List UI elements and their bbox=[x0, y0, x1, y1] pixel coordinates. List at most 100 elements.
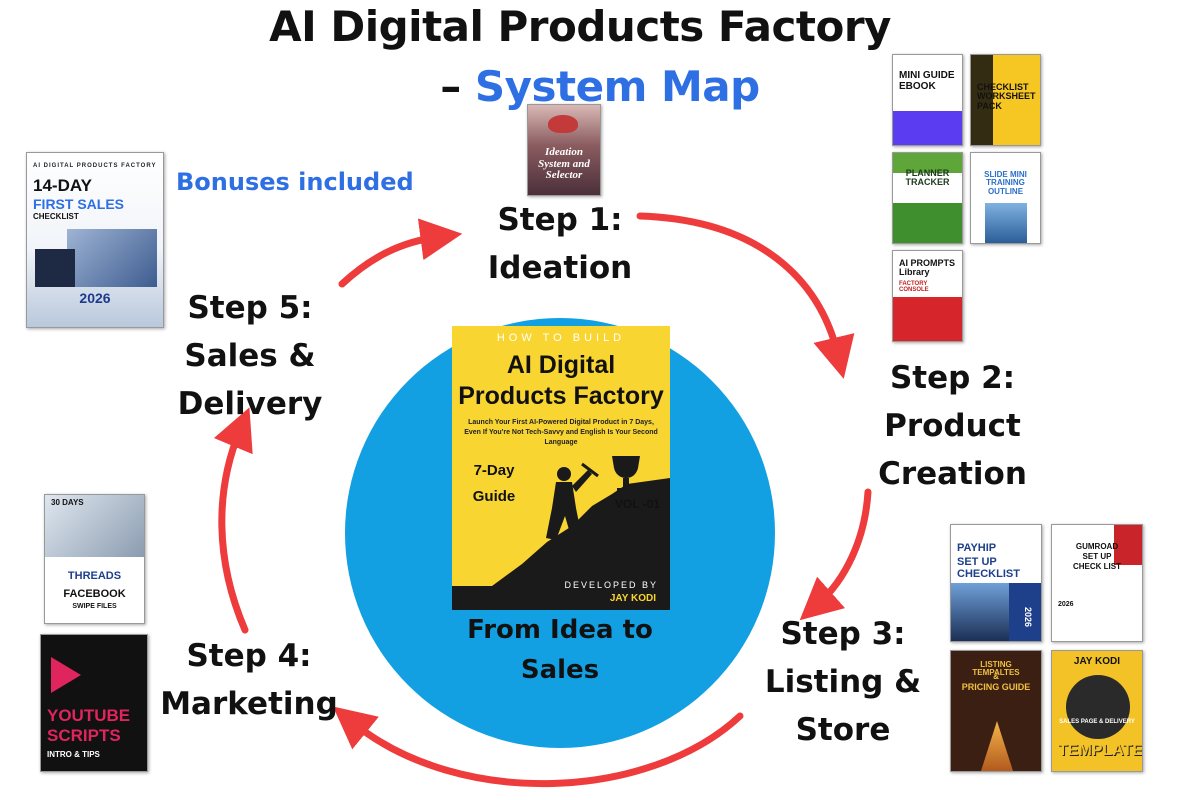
tagline-line1: From Idea to bbox=[467, 615, 653, 645]
building-image bbox=[985, 203, 1027, 243]
cover-youtube: YOUTUBE SCRIPTS INTRO & TIPS bbox=[40, 634, 148, 772]
city-image bbox=[951, 583, 1011, 641]
step-5-label: Step 5: Sales & Delivery bbox=[170, 284, 330, 428]
arrow-step3-to-step4 bbox=[332, 706, 744, 788]
step-2-name-line1: Product bbox=[884, 408, 1021, 444]
step-1-name: Ideation bbox=[487, 250, 633, 286]
cover-ideation-text: Ideation System and Selector bbox=[538, 146, 590, 182]
cover-mini-guide: MINI GUIDE EBOOK bbox=[892, 54, 963, 146]
cover-payhip-line3: CHECKLIST bbox=[957, 568, 1020, 580]
arrow-step2-to-step3 bbox=[799, 488, 872, 621]
cover-threads: 30 DAYS THREADS FACEBOOK SWIPE FILES bbox=[44, 494, 145, 624]
cover-prompts-sub: FACTORY CONSOLE bbox=[899, 281, 929, 294]
step-1-label: Step 1: Ideation bbox=[470, 196, 650, 292]
handshake-image bbox=[35, 249, 75, 287]
cover-mini-guide-text: MINI GUIDE EBOOK bbox=[899, 70, 955, 92]
step-3-name-line1: Listing & bbox=[764, 664, 922, 700]
main-book-guide-line1: 7-Day bbox=[473, 462, 515, 479]
subtitle-accent: System Map bbox=[474, 62, 760, 111]
main-book-guide-line2: Guide bbox=[472, 488, 516, 505]
cover-first-sales: AI DIGITAL PRODUCTS FACTORY 14-DAY FIRST… bbox=[26, 152, 164, 328]
main-book-how: HOW TO BUILD bbox=[496, 332, 626, 344]
cover-threads-top: 30 DAYS bbox=[51, 498, 84, 507]
step-2-number: Step 2: bbox=[889, 360, 1016, 396]
step-3-number: Step 3: bbox=[780, 616, 906, 652]
tagline-line2: Sales bbox=[520, 655, 600, 685]
step-5-name-line1: Sales & bbox=[184, 338, 316, 374]
main-book-subtitle: Launch Your First AI-Powered Digital Pro… bbox=[464, 419, 658, 446]
main-book-title-line2: Products Factory bbox=[458, 382, 664, 410]
step-2-label: Step 2: Product Creation bbox=[865, 354, 1040, 498]
cover-youtube-line2: SCRIPTS bbox=[47, 726, 121, 745]
cover-listing-line3: PRICING GUIDE bbox=[961, 682, 1031, 692]
play-icon bbox=[51, 657, 81, 693]
main-book-vol: VOL -01 bbox=[614, 497, 660, 511]
cover-first-sales-brand: AI DIGITAL PRODUCTS FACTORY bbox=[33, 163, 157, 169]
cover-templates-line1: TEMPLATES bbox=[1058, 742, 1143, 759]
step-4-number: Step 4: bbox=[186, 638, 312, 674]
summit-image bbox=[981, 721, 1013, 771]
page-subtitle: – System Map bbox=[20, 62, 1180, 111]
cover-first-sales-year: 2026 bbox=[79, 290, 111, 306]
arrow-step5-to-step1 bbox=[338, 218, 463, 288]
main-book-title: AI Digital Products Factory bbox=[452, 350, 670, 412]
main-book-guide: 7-Day Guide bbox=[464, 458, 524, 510]
cover-gumroad: GUMROAD SET UP CHECK LIST 2026 bbox=[1051, 524, 1143, 642]
main-book-title-line1: AI Digital bbox=[506, 351, 616, 379]
cover-prompts-text: AI PROMPTS Library bbox=[899, 258, 956, 278]
cover-planner-band bbox=[893, 153, 962, 173]
bonuses-label: Bonuses included bbox=[176, 168, 414, 196]
cover-slide-text: SLIDE MINI TRAINING OUTLINE bbox=[984, 170, 1027, 196]
step-5-number: Step 5: bbox=[187, 290, 313, 326]
cover-checklist-band bbox=[971, 55, 993, 145]
center-tagline: From Idea to Sales bbox=[440, 610, 680, 690]
arrow-step1-to-step2 bbox=[636, 212, 855, 379]
subtitle-prefix: – bbox=[440, 62, 475, 111]
cover-payhip: PAYHIP SET UP CHECKLIST 2026 bbox=[950, 524, 1042, 642]
cover-first-sales-line1: 14-DAY bbox=[33, 176, 92, 195]
step-4-label: Step 4: Marketing bbox=[160, 632, 338, 728]
step-2-name-line2: Creation bbox=[878, 456, 1027, 492]
cover-payhip-line2: SET UP bbox=[957, 556, 997, 568]
main-book-developed-by: DEVELOPED BY bbox=[564, 580, 658, 590]
cover-slide: SLIDE MINI TRAINING OUTLINE bbox=[970, 152, 1041, 244]
cover-payhip-band bbox=[1009, 583, 1041, 641]
arrow-step4-to-step5 bbox=[213, 407, 253, 634]
cover-gumroad-line1: GUMROAD bbox=[1075, 542, 1119, 551]
cover-payhip-line1: PAYHIP bbox=[957, 542, 997, 554]
skyscraper-image bbox=[67, 229, 157, 287]
cover-payhip-year: 2026 bbox=[1023, 606, 1033, 627]
step-4-name: Marketing bbox=[160, 686, 338, 722]
cover-threads-line3: SWIPE FILES bbox=[72, 603, 117, 610]
cover-ideation: Ideation System and Selector bbox=[527, 104, 601, 196]
step-3-name-line2: Store bbox=[795, 712, 891, 748]
cover-gumroad-line2: SET UP bbox=[1082, 552, 1112, 561]
cover-checklist: CHECKLIST WORKSHEET PACK bbox=[970, 54, 1041, 146]
cover-first-sales-line2: FIRST SALES bbox=[33, 196, 125, 212]
hills-image bbox=[893, 203, 962, 243]
cover-prompts: AI PROMPTS Library FACTORY CONSOLE bbox=[892, 250, 963, 342]
cover-planner-text: PLANNER TRACKER bbox=[905, 168, 950, 188]
cover-youtube-line1: YOUTUBE bbox=[47, 706, 131, 725]
heart-hands-image bbox=[548, 115, 578, 133]
cover-planner: PLANNER TRACKER bbox=[892, 152, 963, 244]
climber-silhouette-icon bbox=[452, 456, 670, 610]
main-book-cover: HOW TO BUILD AI Digital Products Factory… bbox=[452, 326, 670, 610]
cover-templates: JAY KODI SALES PAGE & DELIVERY TEMPLATES bbox=[1051, 650, 1143, 772]
cover-first-sales-line3: CHECKLIST bbox=[33, 212, 79, 221]
cover-youtube-line3: INTRO & TIPS bbox=[47, 750, 100, 759]
cover-templates-mid: SALES PAGE & DELIVERY bbox=[1059, 719, 1135, 725]
step-1-number: Step 1: bbox=[497, 202, 623, 238]
cover-gumroad-line3: CHECK LIST bbox=[1073, 562, 1121, 571]
cover-gumroad-year: 2026 bbox=[1058, 601, 1074, 608]
page-title: AI Digital Products Factory bbox=[269, 2, 891, 51]
growth-chart-image bbox=[45, 495, 144, 557]
cover-listing-line2: & bbox=[993, 672, 999, 681]
red-stairs-image bbox=[893, 297, 962, 341]
main-book-author: JAY KODI bbox=[609, 593, 656, 604]
target-image bbox=[1066, 675, 1130, 739]
cover-gumroad-band bbox=[1114, 525, 1142, 565]
step-3-label: Step 3: Listing & Store bbox=[758, 610, 928, 754]
stairs-image bbox=[893, 111, 962, 145]
